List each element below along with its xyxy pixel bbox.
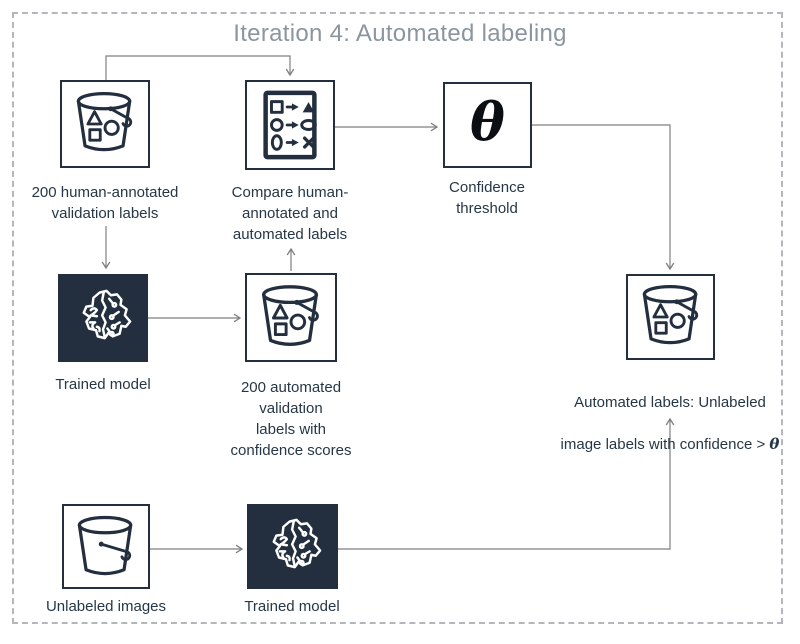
unlabeled-images-label: Unlabeled images <box>45 598 167 615</box>
diagram-title: Iteration 4: Automated labeling <box>233 20 567 47</box>
trained-model-top-label: Trained model <box>55 376 151 393</box>
theta-symbol: θ <box>470 92 505 153</box>
arrow-threshold-to-auto-labels-bucket <box>532 124 675 271</box>
auto-validation-bucket-label: 200 automated validation labels with con… <box>230 379 352 459</box>
auto-labels-bucket-label: Automated labels: Unlabeled image labels… <box>545 371 795 476</box>
auto-labels-bucket-label-line1: Automated labels: Unlabeled <box>574 394 766 411</box>
auto-labels-bucket-label-line2: image labels with confidence > θ <box>545 434 795 455</box>
ml-model-brain-icon <box>82 289 132 340</box>
s3-bucket-with-labels-icon <box>642 284 698 345</box>
human-labels-bucket-label: 200 human-annotated validation labels <box>31 184 179 222</box>
auto-labels-confidence-text: image labels with confidence > <box>560 436 770 453</box>
s3-bucket-empty-icon <box>77 515 133 575</box>
confidence-threshold-node: θ <box>443 82 532 168</box>
compare-labels-node <box>245 80 335 170</box>
arrow-human-bucket-to-compare <box>105 55 295 80</box>
auto-validation-bucket-node <box>245 273 337 362</box>
compare-labels-label: Compare human- annotated and automated l… <box>231 184 349 243</box>
trained-model-top-node <box>58 274 148 362</box>
confidence-threshold-label: Confidence threshold <box>449 179 525 217</box>
ml-model-brain-icon <box>272 518 321 568</box>
compare-labels-icon <box>263 90 317 160</box>
human-labels-bucket-node <box>60 80 150 168</box>
theta-inline-symbol: θ <box>769 435 780 453</box>
trained-model-bottom-node <box>247 504 338 589</box>
trained-model-bottom-label: Trained model <box>244 598 340 615</box>
s3-bucket-with-labels-icon <box>76 91 133 152</box>
unlabeled-images-bucket-node <box>62 504 150 589</box>
s3-bucket-with-labels-icon <box>262 284 319 346</box>
auto-labels-bucket-node <box>626 274 715 360</box>
